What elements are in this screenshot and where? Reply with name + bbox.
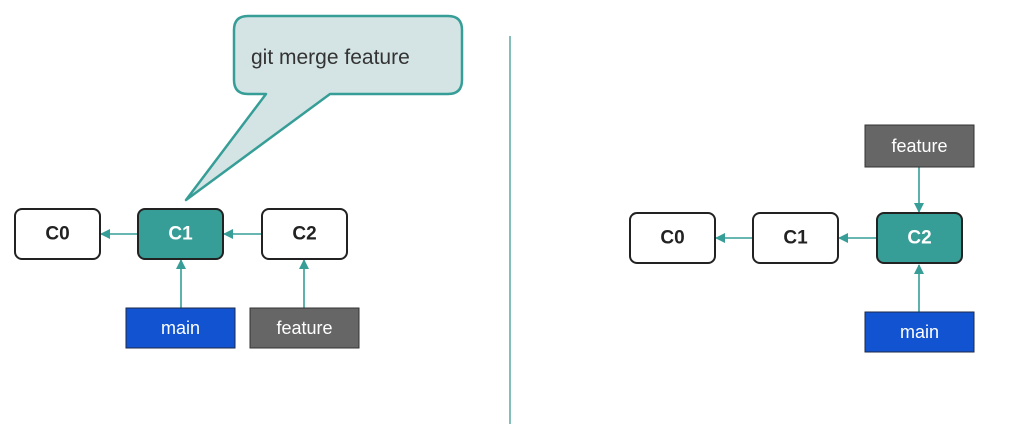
commit-label: C2	[907, 228, 931, 249]
commit-label: C1	[783, 228, 808, 249]
commit-label: C0	[45, 224, 69, 245]
commit-label: C1	[168, 224, 193, 245]
commit-node-highlighted: C1	[137, 208, 224, 260]
commit-label: C2	[292, 224, 316, 245]
callout-command-text: git merge feature	[251, 46, 410, 69]
branch-feature: feature	[864, 124, 975, 168]
commit-node: C2	[261, 208, 348, 260]
branch-main: main	[864, 311, 975, 353]
command-callout: git merge feature	[184, 14, 464, 202]
commit-node: C0	[629, 212, 716, 264]
before-panel: git merge feature C0 C1 C2 main feature	[14, 14, 464, 349]
after-panel: C0 C1 C2 feature main	[629, 124, 975, 353]
callout-bubble	[184, 14, 464, 202]
branch-label: main	[161, 318, 200, 338]
branch-main: main	[125, 307, 236, 349]
branch-label: feature	[891, 136, 947, 156]
branch-label: feature	[276, 318, 332, 338]
commit-node: C0	[14, 208, 101, 260]
commit-node-highlighted: C2	[876, 212, 963, 264]
branch-feature: feature	[249, 307, 360, 349]
branch-label: main	[900, 322, 939, 342]
commit-label: C0	[660, 228, 684, 249]
commit-node: C1	[752, 212, 839, 264]
